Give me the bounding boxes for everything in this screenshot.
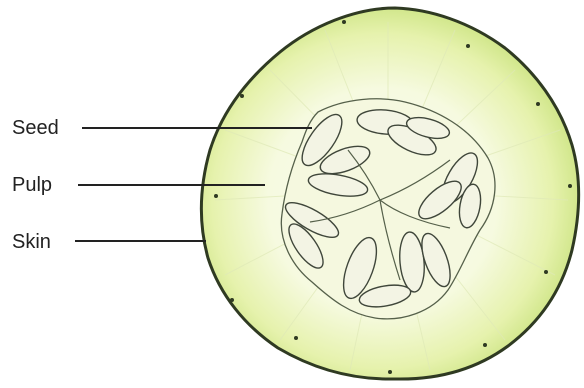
seed-label: Seed — [12, 118, 59, 138]
skin-label: Skin — [12, 232, 51, 252]
pulp-label: Pulp — [12, 175, 52, 195]
